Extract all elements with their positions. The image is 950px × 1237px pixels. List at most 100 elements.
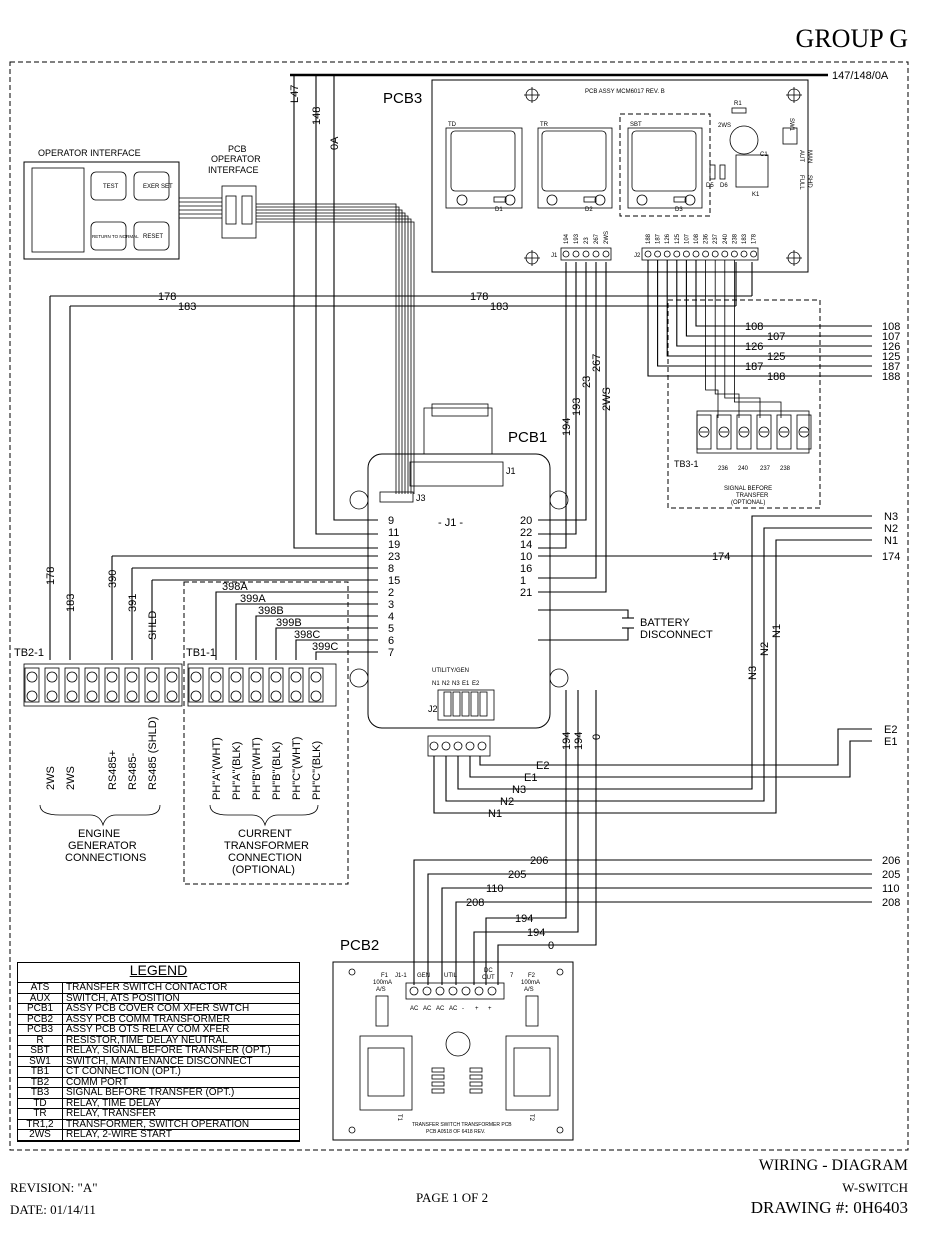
footer-title: WIRING - DIAGRAM <box>758 1157 908 1174</box>
tb2-screw <box>126 690 138 702</box>
wire-right-end: 187 <box>882 361 900 373</box>
wire-208: 208 <box>466 897 484 909</box>
pcb2-transformer-t2: T2 <box>505 1035 559 1122</box>
svg-text:PCB: PCB <box>228 144 247 154</box>
pcb2-terminal-label: AC <box>423 1006 432 1012</box>
svg-text:SW1: SW1 <box>788 118 794 132</box>
pcb3-j2-pin <box>683 250 690 258</box>
loop-n3: N3 <box>512 784 526 796</box>
loop-e1: E1 <box>524 772 537 784</box>
tb2-screw <box>106 690 118 702</box>
tb1-wire-label: 399B <box>276 617 302 629</box>
wire-194: 194 <box>561 418 573 436</box>
pcb1-left-pin: 23 <box>388 551 400 563</box>
pcb2-board <box>332 961 574 1141</box>
footer-revision: REVISION: "A" <box>10 1180 98 1195</box>
pcb3-board <box>431 79 809 273</box>
tb1-wire-label: 399C <box>312 641 338 653</box>
pcb1-right-pin: 1 <box>520 575 526 587</box>
ribbon-wire <box>256 215 409 494</box>
pcb1-j2-pin: E1 <box>462 681 470 687</box>
tb1-wire-label: 398C <box>294 629 320 641</box>
tb1-screw <box>230 671 242 683</box>
wire-right-group <box>685 260 872 337</box>
pcb2-terminal-label: + <box>488 1006 492 1012</box>
pcb1-left-pin: 19 <box>388 539 400 551</box>
pcb1-mount-4 <box>549 668 569 688</box>
wire-183-vert: 183 <box>65 594 77 612</box>
tb2-screw <box>106 671 118 683</box>
svg-text:TB1-1: TB1-1 <box>186 647 216 659</box>
pcb1-j2-header: UTILITY/GEN <box>432 668 469 674</box>
loop-e2: E2 <box>536 760 549 772</box>
pcb1-right-pin: 20 <box>520 515 532 527</box>
wire-n3-vert: N3 <box>747 666 759 680</box>
tb1-wire-label: 398B <box>258 605 284 617</box>
pcb3-j2-pin-label: 240 <box>723 233 729 244</box>
operator-button-exer-set: EXER SET <box>133 171 173 201</box>
pcb2-terminal-label: + <box>475 1006 479 1012</box>
j2-plug-pin <box>429 741 439 751</box>
tb3-screw <box>778 426 790 438</box>
pcb3-j2-pin-label: 125 <box>675 233 681 244</box>
pcb2-transformer-t1: T1 <box>359 1035 413 1122</box>
tb1-screw <box>190 671 202 683</box>
battery-disconnect-2: DISCONNECT <box>640 629 713 641</box>
tb3-screw <box>798 426 810 438</box>
drawing-frame <box>9 61 909 1151</box>
tb1-screw <box>230 690 242 702</box>
wire-194-a: 194 <box>515 913 533 925</box>
j2-plug-pin <box>441 741 451 751</box>
tb2-screw <box>146 690 158 702</box>
pcb3-j2-pin <box>692 250 700 258</box>
wire-193: 193 <box>571 398 583 416</box>
pcb3-j1-pin <box>562 250 570 258</box>
pcb3-j1-pin <box>572 250 580 258</box>
wire-tb3-feed <box>724 260 761 418</box>
svg-text:SIGNAL BEFORE: SIGNAL BEFORE <box>724 486 772 492</box>
pcb3-j2-pin <box>731 250 738 258</box>
svg-text:RETURN TO NORMAL: RETURN TO NORMAL <box>92 234 139 239</box>
pcb3-j2-pin-label: 178 <box>752 233 758 244</box>
pcb2-fuse-f2: F2 100mA A/S <box>521 973 540 1027</box>
tb1-wire-label: 398A <box>222 581 248 593</box>
pcb1-j3-tag: J3 <box>416 493 426 503</box>
wire-right-end: 126 <box>882 341 900 353</box>
pcb1-left-pin: 2 <box>388 587 394 599</box>
pcb3-j2-pin-label: 183 <box>742 233 748 244</box>
svg-text:7: 7 <box>510 973 514 979</box>
pcb3-j1-pin-label: 193 <box>574 233 580 244</box>
tb3-screw <box>738 426 750 438</box>
wire-110: 110 <box>486 883 504 895</box>
svg-text:SBT: SBT <box>630 122 642 128</box>
tb1-screw <box>310 690 322 702</box>
wire-174-end: 174 <box>882 551 900 563</box>
pcb3-j2-pin <box>644 250 652 258</box>
pcb3-j1-pin-label: 267 <box>594 233 600 244</box>
svg-text:INTERFACE: INTERFACE <box>208 165 259 175</box>
tb1-screw <box>210 690 222 702</box>
wire-206: 206 <box>530 855 548 867</box>
pcb1-j3-header <box>379 491 414 503</box>
svg-text:F2: F2 <box>528 973 536 979</box>
tb3-screw <box>698 426 710 438</box>
legend-box <box>17 962 300 1142</box>
footer-model: W-SWITCH <box>842 1180 908 1195</box>
pcb2-label: PCB2 <box>340 937 379 954</box>
svg-text:240: 240 <box>738 466 749 472</box>
tb1-wire <box>275 627 378 660</box>
tb1-screw <box>190 690 202 702</box>
svg-text:DC: DC <box>484 968 493 974</box>
wire-right-group <box>647 260 872 377</box>
ribbon-wire <box>256 209 403 494</box>
tb1-screw <box>270 671 282 683</box>
svg-text:2WS: 2WS <box>45 766 57 790</box>
pcb1-board <box>367 453 551 729</box>
svg-text:OPERATOR: OPERATOR <box>211 154 261 164</box>
wire-tb3-feed <box>734 260 782 418</box>
tb2-screw <box>66 671 78 683</box>
